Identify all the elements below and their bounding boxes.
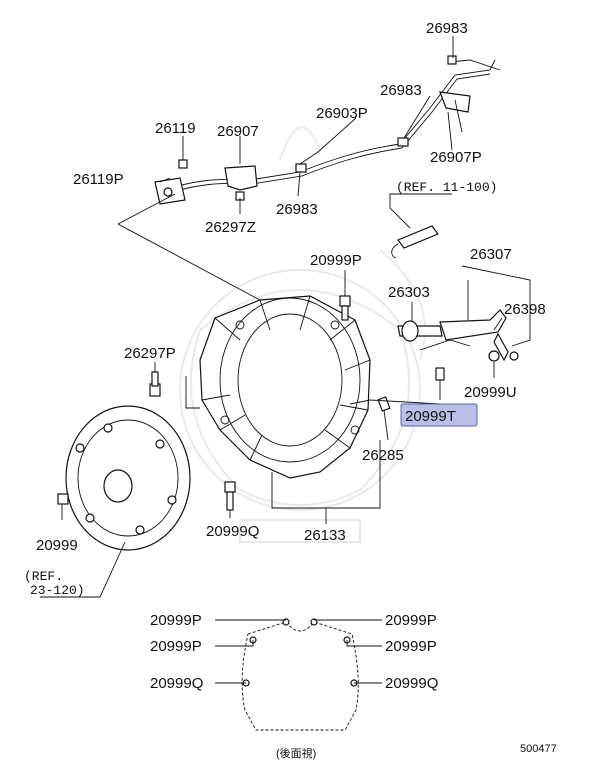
leader-lines — [40, 36, 531, 598]
bolt-26297P[interactable] — [149, 371, 161, 397]
label-ref-23-120-b[interactable]: 23-120) — [30, 583, 85, 598]
label-rear-20999P-l1[interactable]: 20999P — [150, 612, 202, 629]
label-20999Q[interactable]: 20999Q — [206, 523, 259, 540]
label-20999T[interactable]: 20999T — [405, 408, 456, 425]
label-26119[interactable]: 26119 — [155, 120, 196, 137]
highlight-box — [400, 403, 478, 427]
label-rear-20999P-r1[interactable]: 20999P — [385, 612, 437, 629]
rear-view-caption: (後面視) — [276, 746, 316, 760]
label-26983-mid[interactable]: 26983 — [380, 82, 422, 99]
bolt-20999P-upper[interactable] — [339, 295, 351, 321]
transmission-housing[interactable] — [199, 295, 371, 479]
label-rear-20999P-l2[interactable]: 20999P — [150, 638, 202, 655]
label-rear-20999Q-r3[interactable]: 20999Q — [385, 675, 438, 692]
label-rear-20999P-r2[interactable]: 20999P — [385, 638, 437, 655]
label-26307[interactable]: 26307 — [470, 246, 512, 263]
label-ref-11-100[interactable]: (REF. 11-100) — [396, 180, 497, 195]
label-26907[interactable]: 26907 — [217, 123, 259, 140]
document-number: 500477 — [520, 743, 557, 755]
rear-view-outline — [215, 618, 382, 731]
label-26903P[interactable]: 26903P — [316, 105, 368, 122]
label-26907P[interactable]: 26907P — [430, 149, 482, 166]
label-20999P-upper[interactable]: 20999P — [310, 252, 362, 269]
label-ref-23-120-a[interactable]: (REF. — [24, 569, 63, 584]
label-26398[interactable]: 26398 — [504, 301, 546, 318]
label-20999U[interactable]: 20999U — [464, 384, 517, 401]
label-26983-top[interactable]: 26983 — [426, 20, 468, 37]
bolt-20999T[interactable] — [435, 367, 445, 381]
grease-tube[interactable] — [391, 225, 439, 259]
label-26133[interactable]: 26133 — [304, 527, 346, 544]
pin-26285[interactable] — [377, 396, 391, 412]
label-26297Z[interactable]: 26297Z — [205, 219, 256, 236]
label-26983-low[interactable]: 26983 — [276, 201, 318, 218]
shift-lever-assembly[interactable] — [397, 309, 519, 362]
shift-cable-assembly[interactable] — [154, 55, 501, 205]
label-26285[interactable]: 26285 — [362, 447, 404, 464]
torque-converter[interactable] — [65, 405, 191, 551]
bolt-20999[interactable] — [57, 493, 69, 505]
bolt-20999Q[interactable] — [224, 481, 236, 511]
part-labels: 26983 26983 26903P 26907P 26907 26119 26… — [24, 20, 557, 760]
label-20999[interactable]: 20999 — [36, 537, 78, 554]
label-26303[interactable]: 26303 — [388, 284, 430, 301]
label-26297P[interactable]: 26297P — [124, 345, 176, 362]
label-26119P[interactable]: 26119P — [73, 171, 124, 188]
label-rear-20999Q-l3[interactable]: 20999Q — [150, 675, 203, 692]
watermark-emblem — [179, 126, 426, 543]
